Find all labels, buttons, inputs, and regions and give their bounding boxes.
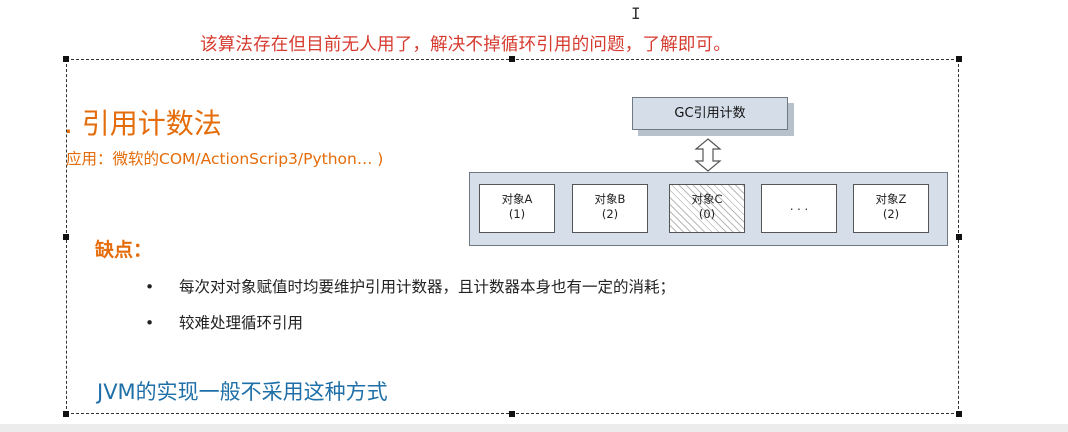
object-cell-ellipsis: . . . — [761, 184, 837, 233]
object-count: (0) — [698, 207, 716, 221]
bullet-dot: • — [145, 278, 155, 296]
object-count: (1) — [508, 207, 526, 221]
bullet-text: 较难处理循环引用 — [179, 314, 304, 332]
resize-handle-top-center[interactable] — [509, 56, 515, 62]
conclusion-line: JVM的实现一般不采用这种方式 — [97, 380, 388, 404]
bullet-dot: • — [145, 314, 155, 332]
object-name: 对象A — [501, 192, 533, 206]
gc-reference-count-box: GC引用计数 — [632, 97, 788, 130]
application-line: 应用：微软的COM/ActionScrip3/Python… ) — [66, 150, 384, 168]
object-name: 对象Z — [875, 192, 907, 206]
double-arrow-icon — [694, 138, 722, 172]
text-cursor-icon: I — [631, 4, 641, 23]
object-name: 对象C — [691, 192, 723, 206]
object-cell-b: 对象B (2) — [572, 184, 648, 233]
annotation-note[interactable]: 该算法存在但目前无人用了，解决不掉循环引用的问题，了解即可。 — [200, 35, 731, 55]
bullet-text: 每次对对象赋值时均要维护引用计数器，且计数器本身也有一定的消耗； — [179, 278, 676, 296]
section-title: . 引用计数法 — [64, 107, 222, 140]
resize-handle-middle-left[interactable] — [63, 234, 69, 240]
cons-heading: 缺点： — [95, 239, 153, 261]
object-name: 对象B — [594, 192, 626, 206]
object-cell-a: 对象A (1) — [479, 184, 555, 233]
resize-handle-bottom-center[interactable] — [509, 411, 515, 417]
resize-handle-top-left[interactable] — [63, 56, 69, 62]
object-count: (2) — [882, 207, 900, 221]
resize-handle-bottom-right[interactable] — [956, 411, 962, 417]
object-cell-c: 对象C (0) — [669, 184, 745, 233]
bottom-strip — [0, 424, 1068, 432]
bullet-item: • 较难处理循环引用 — [145, 311, 303, 333]
resize-handle-bottom-left[interactable] — [63, 411, 69, 417]
bullet-item: • 每次对对象赋值时均要维护引用计数器，且计数器本身也有一定的消耗； — [145, 275, 675, 297]
resize-handle-middle-right[interactable] — [956, 234, 962, 240]
object-cell-z: 对象Z (2) — [853, 184, 929, 233]
resize-handle-top-right[interactable] — [956, 56, 962, 62]
object-name: . . . — [789, 199, 809, 213]
object-count: (2) — [601, 207, 619, 221]
